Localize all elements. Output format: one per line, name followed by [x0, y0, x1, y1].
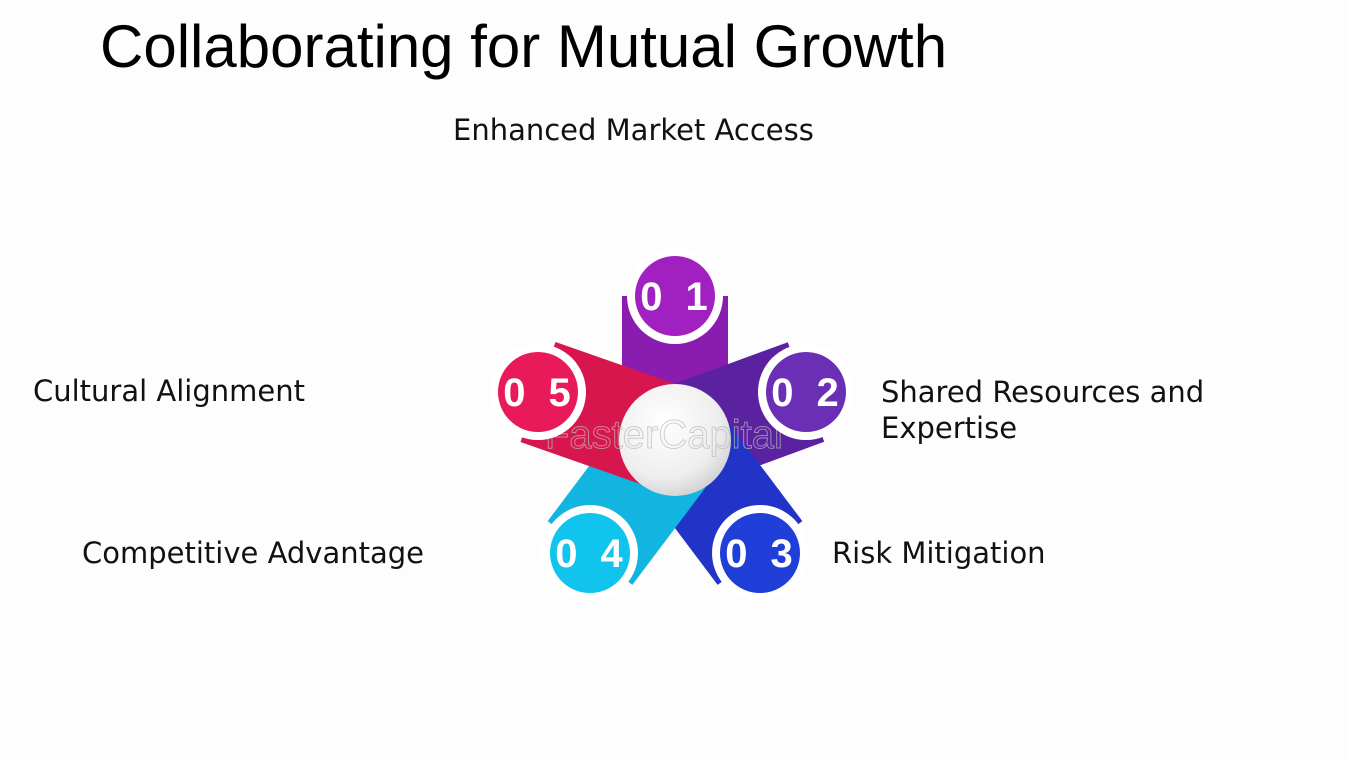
- label-enhanced-market-access: Enhanced Market Access: [453, 113, 814, 147]
- step-01: 0 1: [627, 248, 723, 344]
- label-shared-resources-line2: Expertise: [881, 411, 1018, 445]
- watermark-logo: FasterCapital: [545, 413, 783, 457]
- step-03: 0 3: [712, 505, 808, 601]
- step-circle: [635, 256, 715, 336]
- step-02: 0 2: [758, 344, 854, 440]
- step-number: 0 1: [640, 275, 714, 319]
- label-shared-resources-line1: Shared Resources and: [881, 375, 1205, 409]
- label-competitive-advantage: Competitive Advantage: [82, 536, 425, 570]
- label-shared-resources: Shared Resources and Expertise: [881, 374, 1204, 446]
- step-circle: [766, 352, 846, 432]
- step-05: 0 5: [490, 344, 586, 440]
- step-number: 0 4: [555, 532, 629, 576]
- step-circle: [550, 513, 630, 593]
- step-circle: [498, 352, 578, 432]
- center-sphere: [619, 384, 731, 496]
- step-04: 0 4: [542, 505, 638, 601]
- label-cultural-alignment: Cultural Alignment: [33, 374, 305, 408]
- step-number: 0 2: [771, 371, 845, 415]
- step-circle: [720, 513, 800, 593]
- step-number: 0 3: [725, 532, 799, 576]
- page-title: Collaborating for Mutual Growth: [100, 13, 948, 80]
- step-number: 0 5: [503, 371, 577, 415]
- label-risk-mitigation: Risk Mitigation: [832, 536, 1046, 570]
